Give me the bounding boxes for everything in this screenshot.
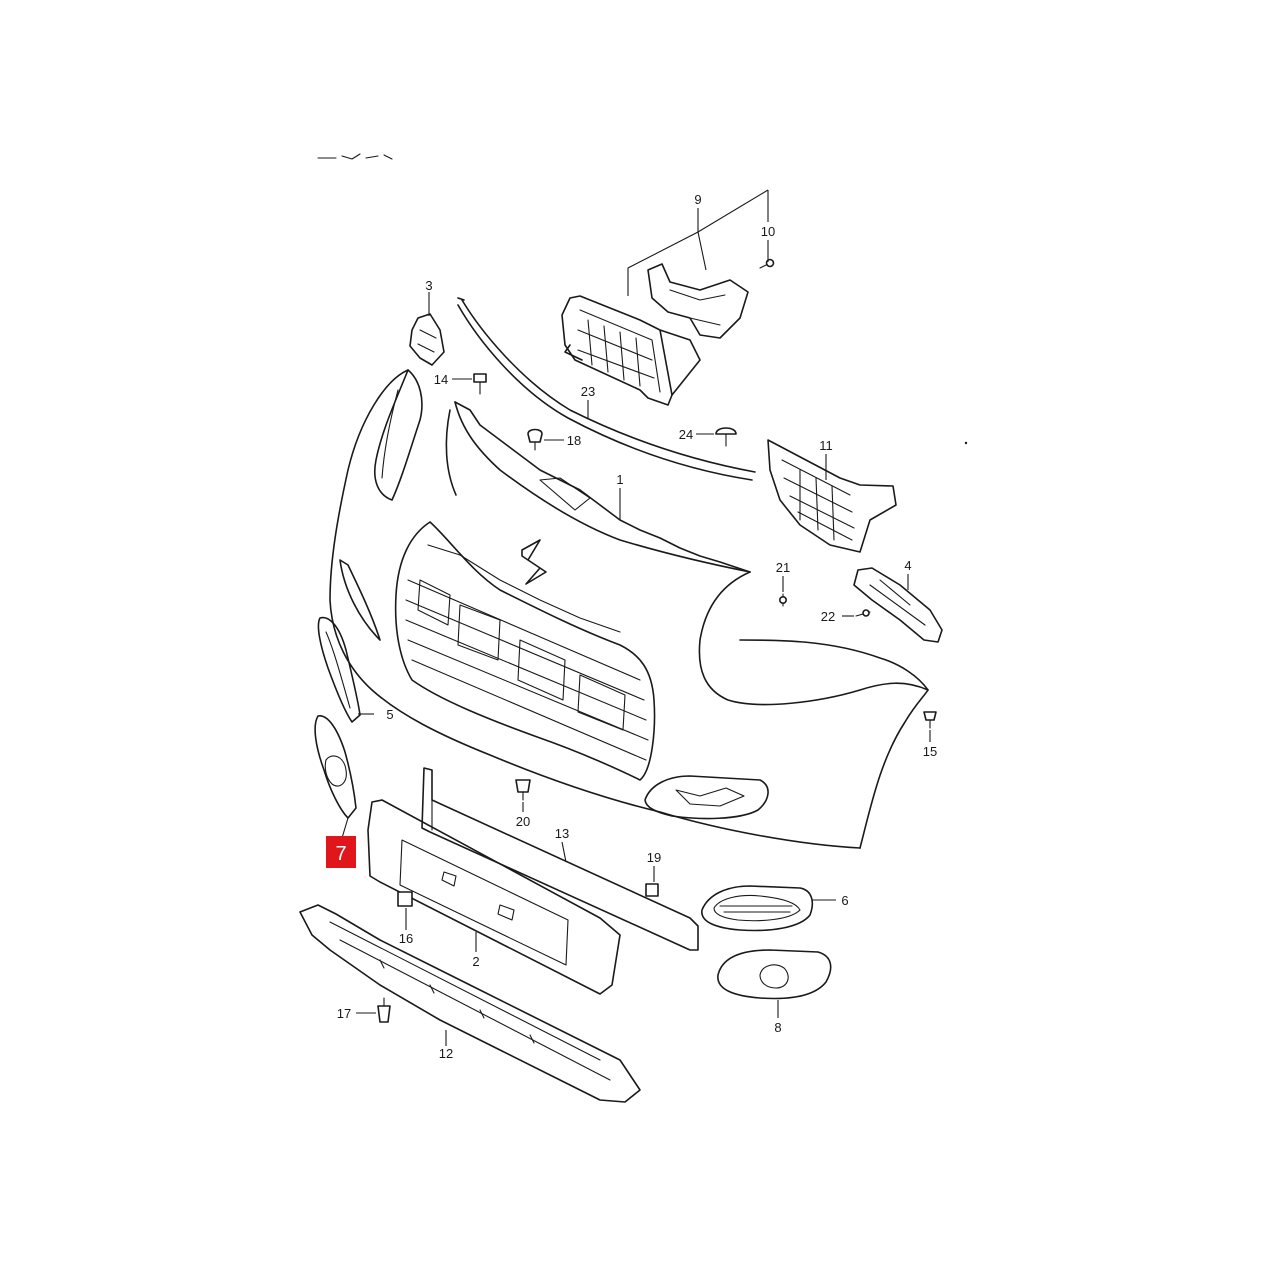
- callout-10: 10: [761, 224, 775, 239]
- fastener-17-clip: [377, 997, 391, 1023]
- callout-2: 2: [472, 954, 479, 969]
- callout-1: 1: [616, 472, 623, 487]
- callout-14: 14: [434, 372, 448, 387]
- callout-labels: 1 2 3 4 5 6 8 9 10 11 12 13 14 15 16 17 …: [326, 192, 937, 1061]
- part-5-bezel-left: [317, 616, 361, 723]
- part-13-reinforcement-strip: [421, 767, 699, 951]
- callout-3: 3: [425, 278, 432, 293]
- stray-dot: [964, 441, 968, 445]
- callout-12: 12: [439, 1046, 453, 1061]
- callout-5: 5: [386, 707, 393, 722]
- fastener-16-nut: [397, 891, 413, 907]
- fastener-14-bolt: [473, 373, 487, 395]
- callout-21: 21: [776, 560, 790, 575]
- callout-8: 8: [774, 1020, 781, 1035]
- callout-7: 7: [335, 843, 346, 865]
- callout-24: 24: [679, 427, 693, 442]
- part-4-bracket-right: [853, 567, 943, 643]
- callout-16: 16: [399, 931, 413, 946]
- fastener-19-clip: [645, 883, 659, 897]
- callout-17: 17: [337, 1006, 351, 1021]
- callout-4: 4: [904, 558, 911, 573]
- part-6-fog-bezel-right: [701, 885, 814, 932]
- callout-20: 20: [516, 814, 530, 829]
- fastener-22-screw: [855, 609, 871, 617]
- part-12-lower-spoiler: [299, 904, 641, 1103]
- fastener-24-clip: [715, 427, 737, 447]
- callout-22: 22: [821, 609, 835, 624]
- callout-11: 11: [819, 438, 833, 453]
- callout-13: 13: [555, 826, 569, 841]
- fastener-21-screw: [778, 593, 787, 607]
- part-7-fog-lamp-cover-left: [314, 715, 357, 819]
- fastener-15-clip: [923, 711, 937, 729]
- callout-6: 6: [841, 893, 848, 908]
- callout-15: 15: [923, 744, 937, 759]
- leader-lines: [341, 189, 931, 1046]
- part-2-license-plate-panel: [367, 799, 621, 995]
- part-9-upper-bracket: [561, 263, 749, 406]
- cropped-header-marks: [317, 153, 393, 160]
- part-8-fog-lamp-cover-right: [717, 949, 832, 1000]
- part-23-hood-seal-strip: [457, 297, 756, 481]
- fastener-20-clip: [515, 779, 531, 801]
- fastener-18-clip: [527, 428, 543, 451]
- part-11-side-grille-right: [767, 439, 897, 553]
- callout-18: 18: [567, 433, 581, 448]
- part-3-bracket-left: [409, 313, 445, 366]
- callout-23: 23: [581, 384, 595, 399]
- callout-19: 19: [647, 850, 661, 865]
- callout-9: 9: [694, 192, 701, 207]
- callout-7-highlight: 7: [326, 836, 356, 868]
- fastener-10-screw: [759, 258, 775, 269]
- part-1-bumper-cover: [329, 369, 929, 849]
